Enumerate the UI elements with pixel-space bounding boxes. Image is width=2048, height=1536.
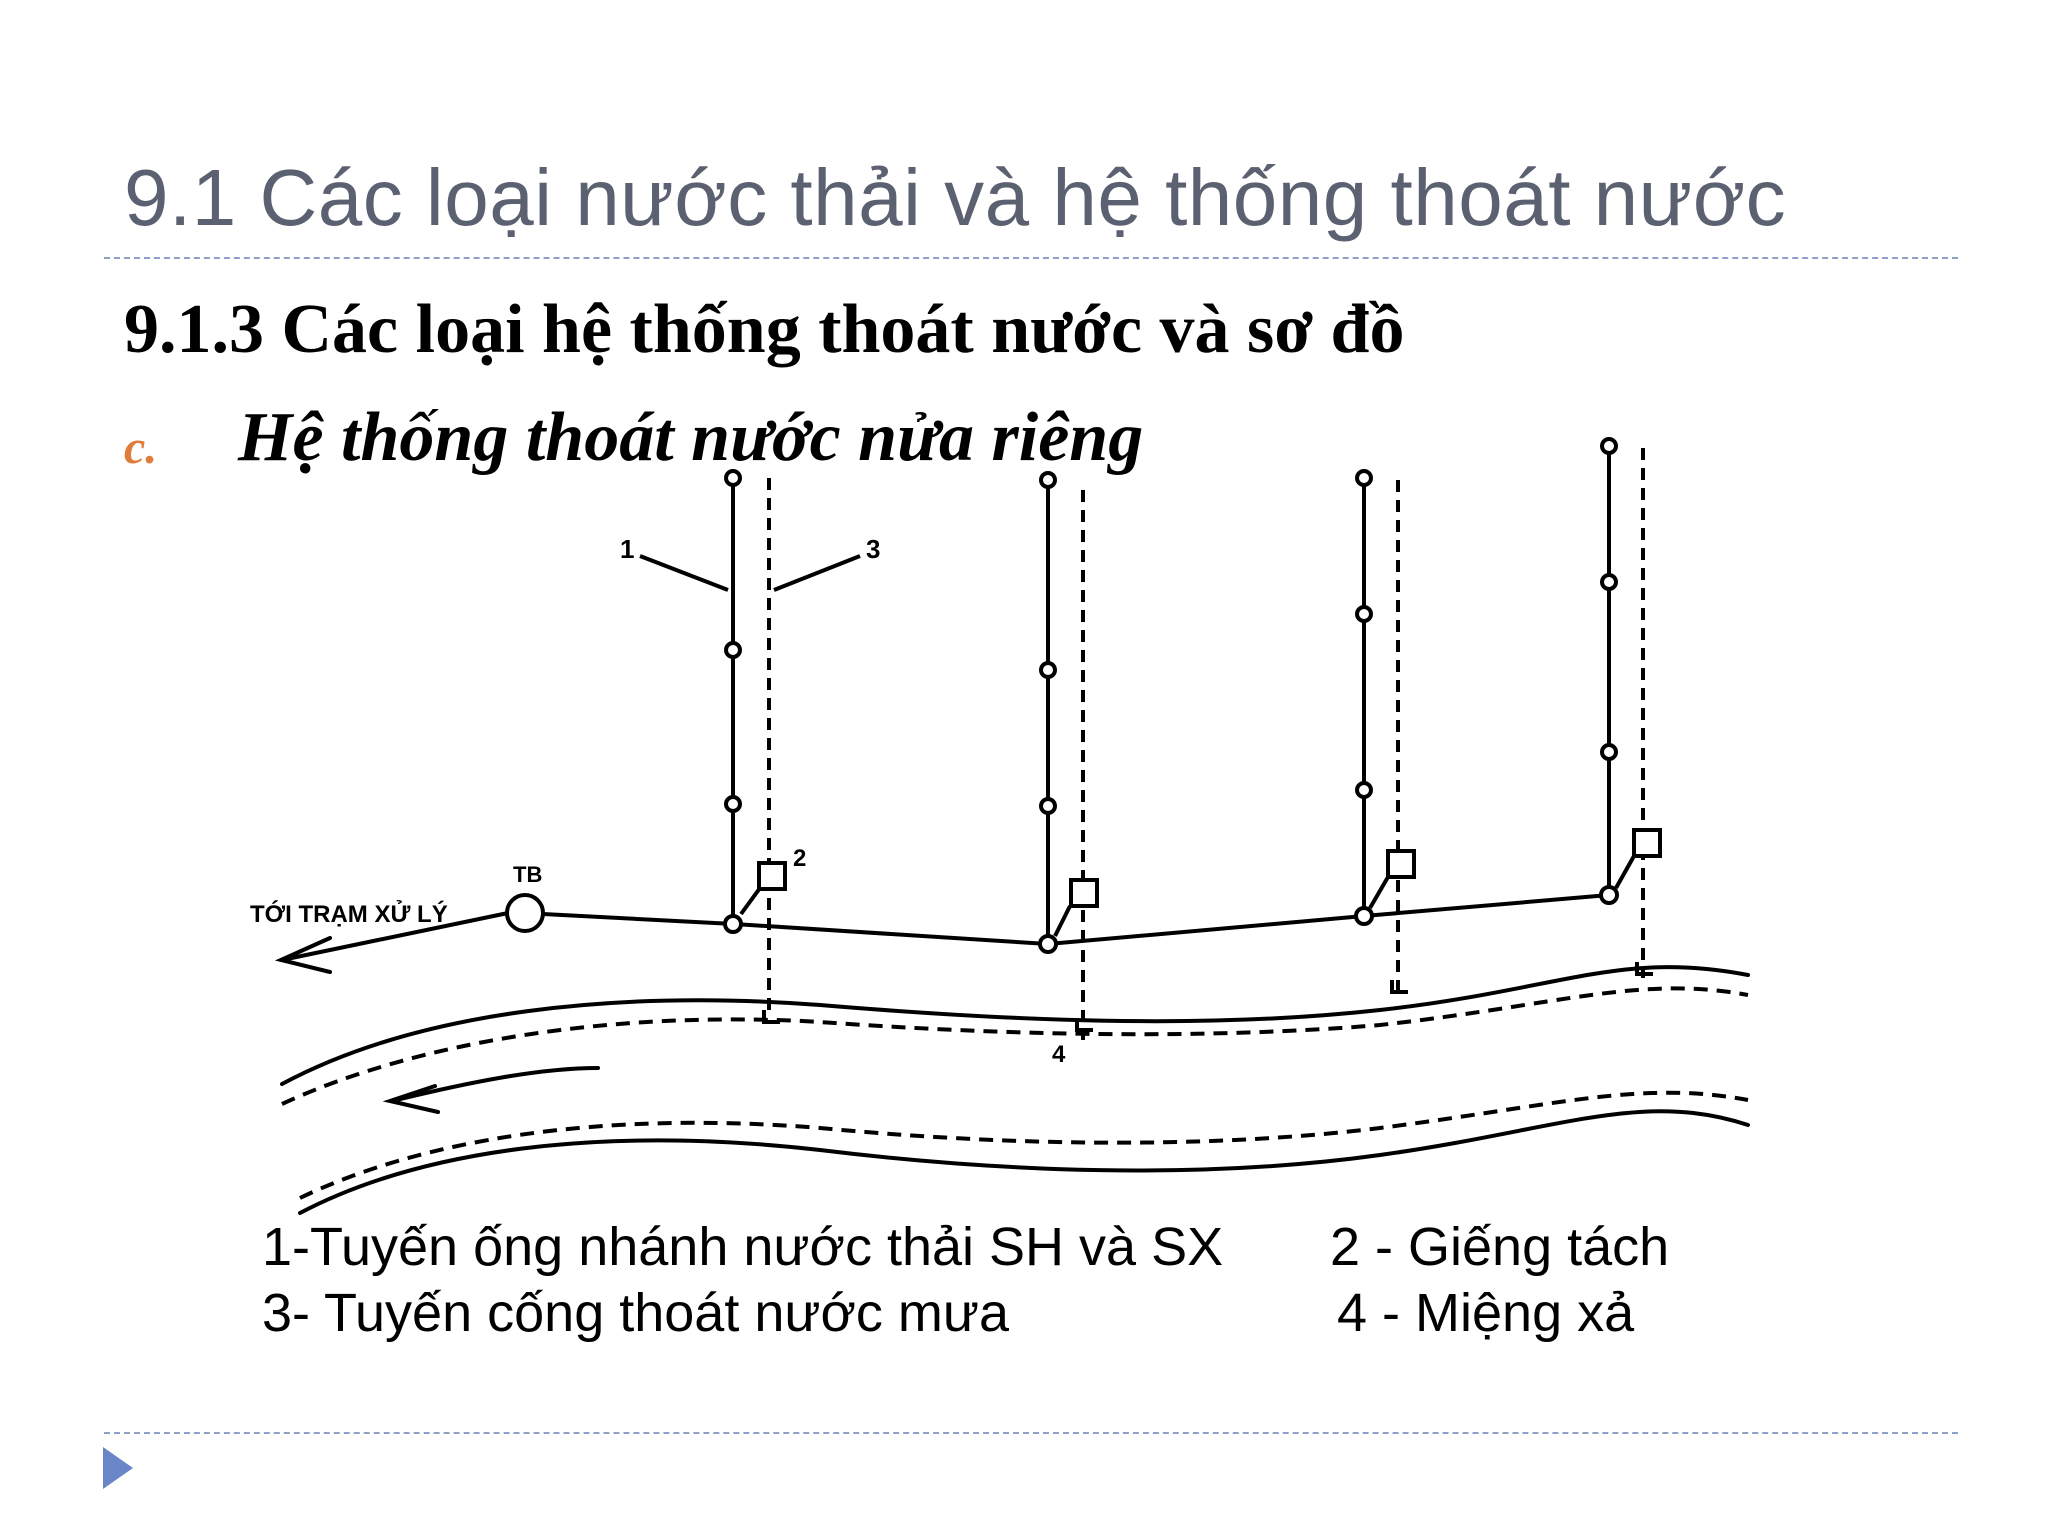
branch-2 — [1046, 480, 1099, 1040]
play-triangle-icon — [103, 1447, 133, 1489]
branch-1 — [639, 478, 861, 1024]
label-tb: TB — [513, 862, 542, 887]
label-destination: TỚI TRẠM XỬ LÝ — [250, 899, 448, 928]
legend-item-1: 1-Tuyến ống nhánh nước thải SH và SX — [262, 1217, 1224, 1277]
bullet-marker: c. — [124, 421, 158, 474]
slide-title: 9.1 Các loại nước thải và hệ thống thoát… — [124, 153, 1787, 242]
bullet-text: Hệ thống thoát nước nửa riêng — [238, 399, 1144, 476]
branch-3 — [1362, 478, 1416, 1000]
label-3: 3 — [866, 534, 880, 564]
label-4: 4 — [1052, 1041, 1066, 1068]
branch-4 — [1607, 446, 1662, 978]
river-bank-lower — [298, 1109, 1750, 1215]
pump-station — [505, 893, 545, 933]
label-1: 1 — [620, 534, 634, 564]
legend-item-3: 3- Tuyến cống thoát nước mưa — [262, 1283, 1010, 1343]
arrow-to-treatment — [280, 911, 510, 962]
legend-item-2: 2 - Giếng tách — [1330, 1217, 1670, 1277]
section-heading: 9.1.3 Các loại hệ thống thoát nước và sơ… — [124, 291, 1405, 368]
label-2: 2 — [793, 845, 806, 872]
bottom-divider — [104, 1432, 1958, 1434]
legend-item-4: 4 - Miệng xả — [1337, 1283, 1635, 1343]
top-divider — [104, 257, 1958, 259]
river-dashed-lower — [299, 1090, 1749, 1200]
river-flow-arrow — [390, 1066, 600, 1103]
river-dashed-upper — [281, 986, 1749, 1106]
river-bank-upper — [280, 965, 1750, 1086]
